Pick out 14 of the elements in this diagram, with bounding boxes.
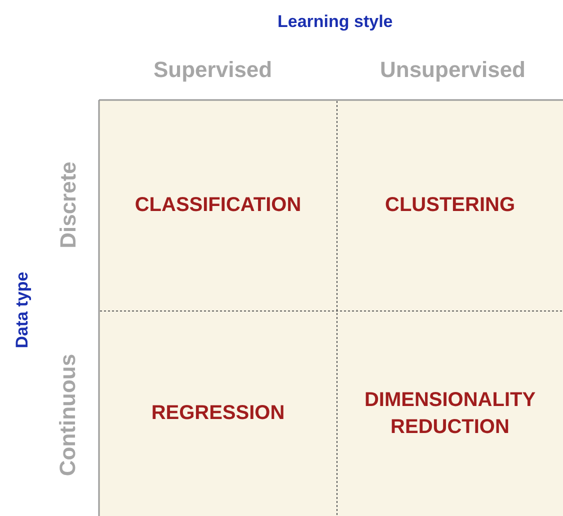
axis-title: Data type: [12, 272, 32, 348]
column-header: Unsupervised: [380, 57, 526, 83]
row-header: Discrete: [54, 162, 81, 248]
quadrant-cell: [337, 311, 563, 516]
quadrant-cell: [99, 100, 337, 311]
quadrant-cell: [337, 100, 563, 311]
quadrant-cell: [99, 311, 337, 516]
quadrant-label: REGRESSION: [151, 401, 285, 426]
quadrant-label: CLUSTERING: [385, 193, 515, 218]
column-header: Supervised: [154, 57, 272, 83]
quadrant-label: CLASSIFICATION: [134, 193, 302, 218]
quadrant-label: DIMENSIONALITY REDUCTION: [363, 388, 537, 440]
axis-title: Learning style: [278, 12, 393, 32]
row-header: Continuous: [55, 354, 82, 476]
